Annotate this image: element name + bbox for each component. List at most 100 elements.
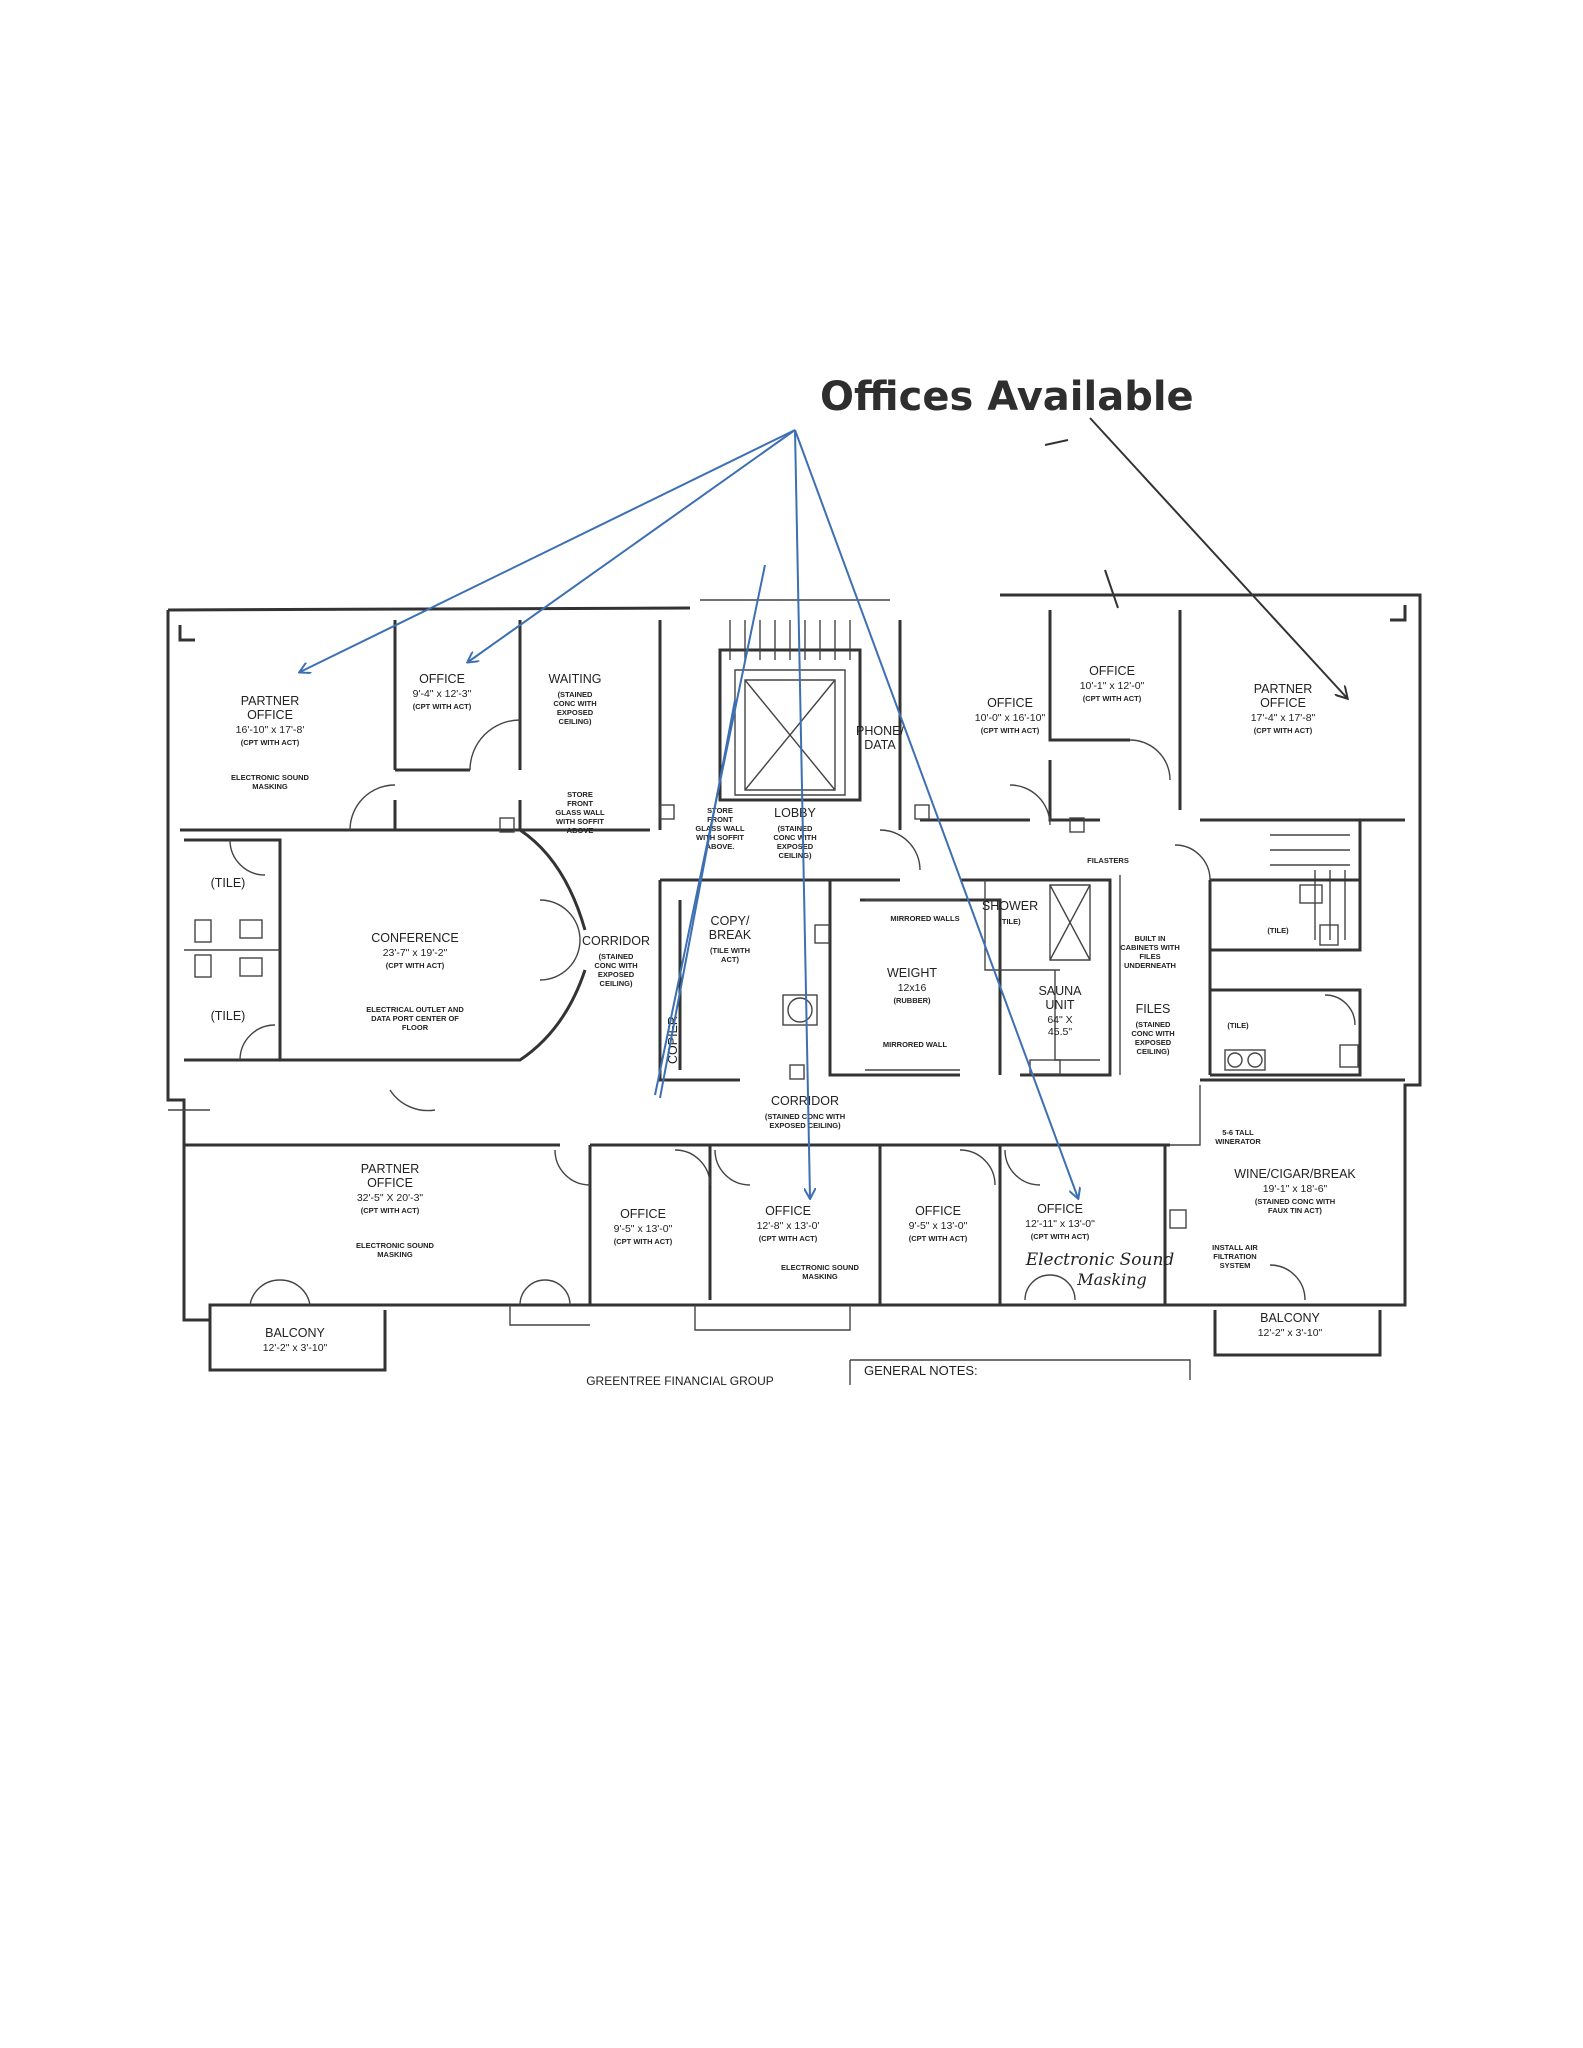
room-label-mirrored-walls: MIRRORED WALLS [890, 914, 959, 923]
corridor-w-note: CONC WITH [594, 961, 637, 970]
built-in-note: BUILT IN [1134, 934, 1165, 943]
waiting-note: (STAINED [558, 690, 593, 699]
conference-outlet-note: ELECTRICAL OUTLET AND [366, 1005, 464, 1014]
air-filtration-note: INSTALL AIR [1212, 1243, 1258, 1252]
copy-break-line: COPY/ [711, 914, 750, 928]
room-label-phone-data: PHONE/DATA [856, 724, 904, 752]
arrow-to-office-s2 [794, 429, 810, 1198]
partner-office-nw-note: (CPT WITH ACT) [241, 738, 300, 747]
office-s1-line: OFFICE [620, 1207, 666, 1221]
tile-1-line: (TILE) [211, 876, 246, 890]
arrow-to-office-s4 [794, 429, 1078, 1198]
office-s4-line: 12'-11" x 13'-0" [1025, 1218, 1095, 1230]
store-front-1-note: ABOVE [567, 826, 594, 835]
office-s2-line: 12'-8" x 13'-0' [757, 1220, 820, 1232]
waiting-note: EXPOSED [557, 708, 594, 717]
office-n1-note: (CPT WITH ACT) [413, 702, 472, 711]
general-notes-label: GENERAL NOTES: [864, 1363, 978, 1378]
copy-break-note: ACT) [721, 955, 739, 964]
partner-office-ne-note: (CPT WITH ACT) [1254, 726, 1313, 735]
sound-masking-sw-note: MASKING [377, 1250, 413, 1259]
room-label-tile-4: (TILE) [1227, 1021, 1249, 1030]
winerator-note: WINERATOR [1215, 1137, 1261, 1146]
built-in-note: FILES [1139, 952, 1160, 961]
room-label-tile-3: (TILE) [1267, 926, 1289, 935]
files-note: (STAINED [1136, 1020, 1171, 1029]
store-front-1-note: STORE [567, 790, 593, 799]
office-s4-note: (CPT WITH ACT) [1031, 1232, 1090, 1241]
arrow-to-partner-office-ne [1089, 417, 1347, 698]
office-n1-line: 9'-4" x 12'-3" [413, 688, 472, 700]
corridor-s-note: EXPOSED CEILING) [769, 1121, 841, 1130]
partner-office-sw-line: PARTNER [361, 1162, 420, 1176]
winerator-note: 5-6 TALL [1222, 1128, 1254, 1137]
partner-office-nw-line: PARTNER [241, 694, 300, 708]
conference-outlet-note: DATA PORT CENTER OF [371, 1014, 459, 1023]
corridor-w-line: CORRIDOR [582, 934, 650, 948]
room-label-tile-1: (TILE) [211, 876, 246, 890]
partner-office-ne-line: PARTNER [1254, 682, 1313, 696]
waiting-note: CONC WITH [553, 699, 596, 708]
room-label-filasters: FILASTERS [1087, 856, 1129, 865]
wine-cigar-line: WINE/CIGAR/BREAK [1234, 1167, 1356, 1181]
weight-line: WEIGHT [887, 966, 937, 980]
sound-masking-nw-note: MASKING [252, 782, 288, 791]
partner-office-ne-line: OFFICE [1260, 696, 1306, 710]
arrow-to-office-n1 [468, 429, 796, 662]
office-s1-note: (CPT WITH ACT) [614, 1237, 673, 1246]
weight-note: (RUBBER) [893, 996, 931, 1005]
lobby-note: CONC WITH [773, 833, 816, 842]
mirrored-walls-note: MIRRORED WALLS [890, 914, 959, 923]
balcony-e-line: BALCONY [1260, 1311, 1320, 1325]
conference-line: 23'-7" x 19'-2" [383, 947, 448, 959]
store-front-1-note: FRONT [567, 799, 593, 808]
partner-office-sw-note: (CPT WITH ACT) [361, 1206, 420, 1215]
room-label-office-n1: OFFICE 9'-4" x 12'-3" (CPT WITH ACT) [413, 672, 472, 711]
room-label-office-s4: OFFICE 12'-11" x 13'-0" (CPT WITH ACT) [1025, 1202, 1095, 1241]
copy-break-note: (TILE WITH [710, 946, 750, 955]
tile-4-note: (TILE) [1227, 1021, 1249, 1030]
balcony-w-line: 12'-2" x 3'-10" [263, 1342, 328, 1354]
files-note: CONC WITH [1131, 1029, 1174, 1038]
office-n2-line: 10'-0" x 16'-10" [975, 712, 1046, 724]
filasters-note: FILASTERS [1087, 856, 1129, 865]
sound-masking-s2-note: ELECTRONIC SOUND [781, 1263, 860, 1272]
room-label-mirrored-wall: MIRRORED WALL [883, 1040, 948, 1049]
sauna-line: 64" X [1047, 1014, 1072, 1026]
office-s4-line: OFFICE [1037, 1202, 1083, 1216]
partner-office-sw-line: 32'-5" X 20'-3" [357, 1192, 424, 1204]
wine-cigar-note: (STAINED CONC WITH [1255, 1197, 1335, 1206]
lobby-note: (STAINED [778, 824, 813, 833]
office-n1-line: OFFICE [419, 672, 465, 686]
store-front-2-note: GLASS WALL [695, 824, 745, 833]
store-front-2-note: ABOVE. [706, 842, 735, 851]
conference-line: CONFERENCE [371, 931, 459, 945]
partner-office-sw-line: OFFICE [367, 1176, 413, 1190]
balcony-w-line: BALCONY [265, 1326, 325, 1340]
office-s3-line: OFFICE [915, 1204, 961, 1218]
sauna-line: 45.5" [1048, 1026, 1072, 1038]
tile-2-line: (TILE) [211, 1009, 246, 1023]
files-note: EXPOSED [1135, 1038, 1172, 1047]
sound-masking-sw-note: ELECTRONIC SOUND [356, 1241, 435, 1250]
interior-walls [180, 610, 1405, 1385]
corridor-s-note: (STAINED CONC WITH [765, 1112, 845, 1121]
store-front-2-note: STORE [707, 806, 733, 815]
room-label-tile-2: (TILE) [211, 1009, 246, 1023]
